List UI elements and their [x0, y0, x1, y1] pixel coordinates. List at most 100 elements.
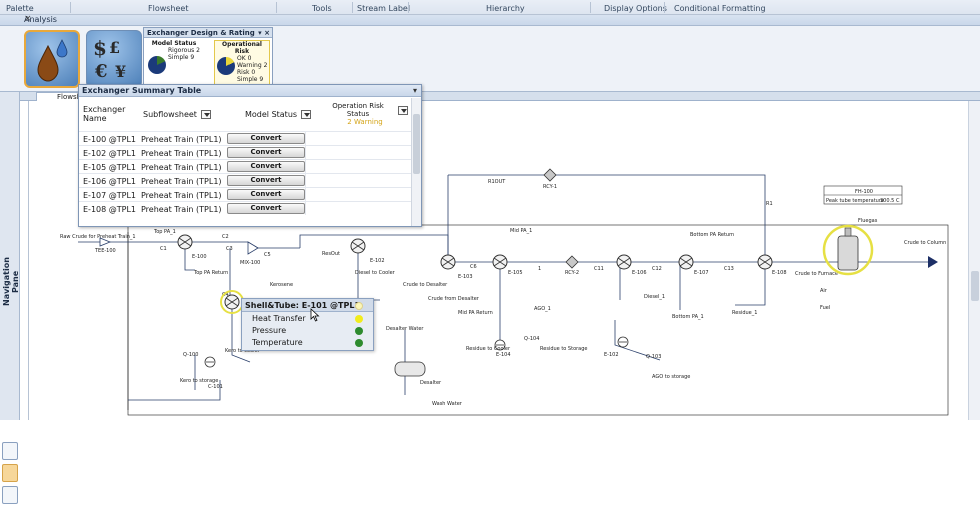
- table-vertical-scrollbar[interactable]: [411, 98, 421, 226]
- label-c2: C2: [222, 234, 229, 240]
- table-row[interactable]: E-105 @TPL1 Preheat Train (TPL1) Convert: [79, 159, 411, 173]
- desalter-vessel[interactable]: [394, 361, 426, 377]
- label-diesel-cooler: Diesel to Cooler: [355, 270, 396, 276]
- exchanger-e108[interactable]: [757, 254, 773, 270]
- flowsheet-icon[interactable]: [2, 464, 18, 482]
- stream-main-west: [78, 241, 300, 249]
- cell-exchanger-name: E-108 @TPL1: [83, 205, 137, 214]
- col-subflowsheet[interactable]: Subflowsheet: [143, 99, 225, 129]
- summary-table-title: Exchanger Summary Table: [79, 85, 421, 97]
- cell-subflowsheet: Preheat Train (TPL1): [141, 205, 222, 214]
- convert-button[interactable]: Convert: [227, 147, 305, 158]
- label-crude-column: Crude to Column: [904, 240, 946, 246]
- label-rcy2: RCY-2: [565, 270, 579, 276]
- operational-risk-block[interactable]: Operational Risk OK 0 Warning 2 Risk 0 S…: [214, 40, 270, 88]
- label-e105: E-105: [508, 270, 523, 276]
- label-e103: E-103: [458, 274, 473, 280]
- scroll-thumb[interactable]: [413, 114, 420, 174]
- label-r1: R1: [766, 201, 773, 207]
- cell-subflowsheet: Preheat Train (TPL1): [141, 163, 222, 172]
- currency-icon: $ £ € ¥: [93, 36, 126, 82]
- mouse-cursor-icon: [310, 308, 320, 322]
- exchanger-e106[interactable]: [616, 254, 632, 270]
- recycle-rcy2[interactable]: [565, 255, 579, 269]
- convert-button[interactable]: Convert: [227, 189, 305, 200]
- cell-risk-status: [305, 202, 411, 215]
- label-c101: C-101: [208, 384, 223, 390]
- ribbon-group-hierarchy: Hierarchy: [486, 4, 525, 13]
- label-q100: Q-100: [183, 352, 198, 358]
- flowsheet-diagram[interactable]: Raw Crude for Preheat Train_1 TEE-100 E-…: [0, 0, 980, 420]
- risk-risk-label: Risk: [237, 69, 250, 76]
- tooltip-row-label: Temperature: [252, 338, 303, 347]
- furnace-fh100[interactable]: [822, 224, 874, 276]
- energy-analysis-tile[interactable]: [24, 30, 80, 88]
- cell-exchanger-name: E-106 @TPL1: [83, 177, 137, 186]
- col-operation-risk[interactable]: Operation Risk Status 2 Warning: [319, 99, 411, 129]
- cell-risk-status: [305, 188, 411, 201]
- exchanger-e103[interactable]: [440, 254, 456, 270]
- risk-simple-value: 9: [259, 76, 264, 83]
- model-status-rigorous-label: Rigorous: [168, 47, 195, 54]
- table-row[interactable]: E-108 @TPL1 Preheat Train (TPL1) Convert: [79, 201, 411, 215]
- tooltip-row: Heat Transfer: [242, 313, 373, 325]
- economics-tile[interactable]: $ £ € ¥: [86, 30, 142, 88]
- table-row[interactable]: E-106 @TPL1 Preheat Train (TPL1) Convert: [79, 173, 411, 187]
- convert-button[interactable]: Convert: [227, 175, 305, 186]
- filter-dropdown-icon[interactable]: [398, 105, 408, 115]
- label-residue-1: Residue_1: [732, 310, 757, 316]
- model-status-title: Model Status: [151, 40, 197, 47]
- convert-button[interactable]: Convert: [227, 203, 305, 214]
- recycle-rcy1[interactable]: [543, 168, 557, 182]
- label-1: 1: [538, 266, 541, 272]
- risk-warning-value: 2: [263, 62, 268, 69]
- tools-icon[interactable]: [2, 486, 18, 504]
- table-row[interactable]: E-102 @TPL1 Preheat Train (TPL1) Convert: [79, 145, 411, 159]
- convert-button[interactable]: Convert: [227, 133, 305, 144]
- pin-icon[interactable]: ▾: [412, 86, 417, 95]
- mixer-mix100[interactable]: [247, 241, 259, 255]
- cooler-e102b[interactable]: [617, 336, 629, 348]
- table-row[interactable]: E-100 @TPL1 Preheat Train (TPL1) Convert: [79, 131, 411, 145]
- card-menu-icon[interactable]: ▾ ×: [258, 28, 270, 37]
- peak-tube-unit: C: [896, 198, 900, 204]
- exchanger-e102[interactable]: [350, 238, 366, 254]
- fuel-drop-icon: [37, 39, 68, 82]
- label-kero-storage: Kero to storage: [180, 378, 218, 384]
- label-top-pa-return: Top PA Return: [193, 270, 228, 276]
- exchanger-tooltip: Shell&Tube: E-101 @TPL1 Heat Transfer Pr…: [241, 298, 374, 351]
- filter-dropdown-icon[interactable]: [301, 109, 312, 119]
- col-model-status[interactable]: Model Status: [245, 99, 319, 129]
- col-subflowsheet-label: Subflowsheet: [143, 109, 197, 119]
- scroll-thumb[interactable]: [971, 271, 979, 301]
- canvas-vertical-scrollbar[interactable]: [968, 101, 980, 420]
- label-wash-water: Wash Water: [432, 401, 463, 407]
- exchanger-design-card[interactable]: Exchanger Design & Rating ▾ × Model Stat…: [143, 27, 273, 89]
- model-status-rigorous-value: 2: [196, 47, 200, 54]
- card-title: Exchanger Design & Rating: [147, 28, 255, 37]
- close-icon[interactable]: ×: [24, 14, 32, 24]
- risk-ok-value: 0: [247, 55, 252, 62]
- filter-dropdown-icon[interactable]: [200, 109, 211, 119]
- label-c13: C13: [724, 266, 734, 272]
- label-c5: C5: [264, 252, 271, 258]
- cooler-c101[interactable]: [204, 356, 216, 368]
- stream-recycle-loop: [448, 174, 766, 262]
- risk-risk-value: 0: [251, 69, 256, 76]
- label-kerosene: Kerosene: [270, 282, 293, 288]
- label-e102: E-102: [370, 258, 385, 264]
- label-q104: Q-104: [524, 336, 539, 342]
- exchanger-e100[interactable]: [177, 234, 193, 250]
- flask-icon[interactable]: [2, 442, 18, 460]
- col-exchanger-name[interactable]: Exchanger Name: [83, 99, 143, 129]
- stream-c4: [229, 248, 251, 363]
- ribbon-group-conditional-formatting: Conditional Formatting: [674, 4, 766, 13]
- exchanger-summary-table[interactable]: Exchanger Summary Table ▾ Exchanger Name…: [78, 84, 422, 227]
- table-row[interactable]: E-107 @TPL1 Preheat Train (TPL1) Convert: [79, 187, 411, 201]
- exchanger-e107[interactable]: [678, 254, 694, 270]
- cooler-e104[interactable]: [494, 339, 506, 351]
- convert-button[interactable]: Convert: [227, 161, 305, 172]
- exchanger-e105[interactable]: [492, 254, 508, 270]
- card-header: Exchanger Design & Rating ▾ ×: [144, 28, 272, 38]
- label-c1: C1: [160, 246, 167, 252]
